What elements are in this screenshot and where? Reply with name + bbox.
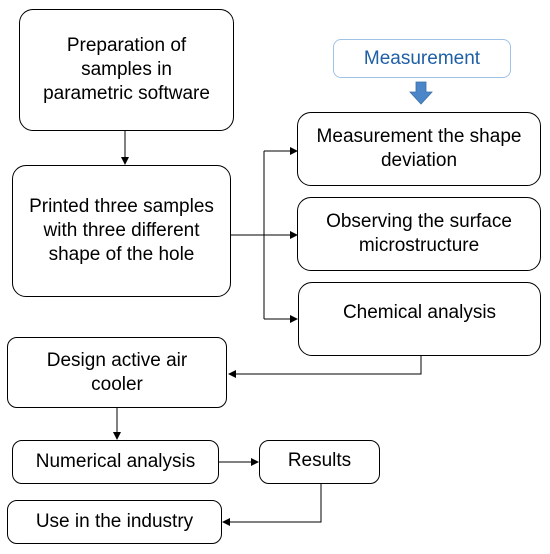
node-industry: Use in the industry: [7, 500, 222, 544]
node-surface: Observing the surface microstructure: [297, 197, 541, 271]
node-numerical-label: Numerical analysis: [35, 451, 196, 472]
node-design: Design active air cooler: [7, 337, 227, 408]
edge-results-industry: [222, 484, 322, 526]
down-arrow-icon: [409, 81, 433, 105]
node-preparation: Preparation of samples in parametric sof…: [19, 9, 234, 131]
node-results: Results: [259, 440, 380, 484]
node-industry-label: Use in the industry: [35, 511, 194, 532]
node-shape-deviation: Measurement the shape deviation: [297, 112, 541, 186]
node-preparation-label: Preparation of samples in parametric sof…: [43, 35, 210, 104]
edge-chemical-design: [228, 356, 422, 378]
node-numerical: Numerical analysis: [12, 440, 219, 484]
node-surface-label: Observing the surface microstructure: [326, 211, 512, 256]
node-chemical-label: Chemical analysis: [342, 302, 497, 323]
node-design-label: Design active air cooler: [46, 349, 188, 395]
node-printed: Printed three samples with three differe…: [12, 165, 231, 297]
measurement-header: Measurement: [333, 39, 511, 78]
node-chemical: Chemical analysis: [298, 282, 541, 356]
measurement-header-label: Measurement: [363, 47, 481, 69]
node-printed-label: Printed three samples with three differe…: [29, 196, 214, 265]
node-shape-deviation-label: Measurement the shape deviation: [316, 126, 522, 171]
node-results-label: Results: [287, 450, 352, 471]
